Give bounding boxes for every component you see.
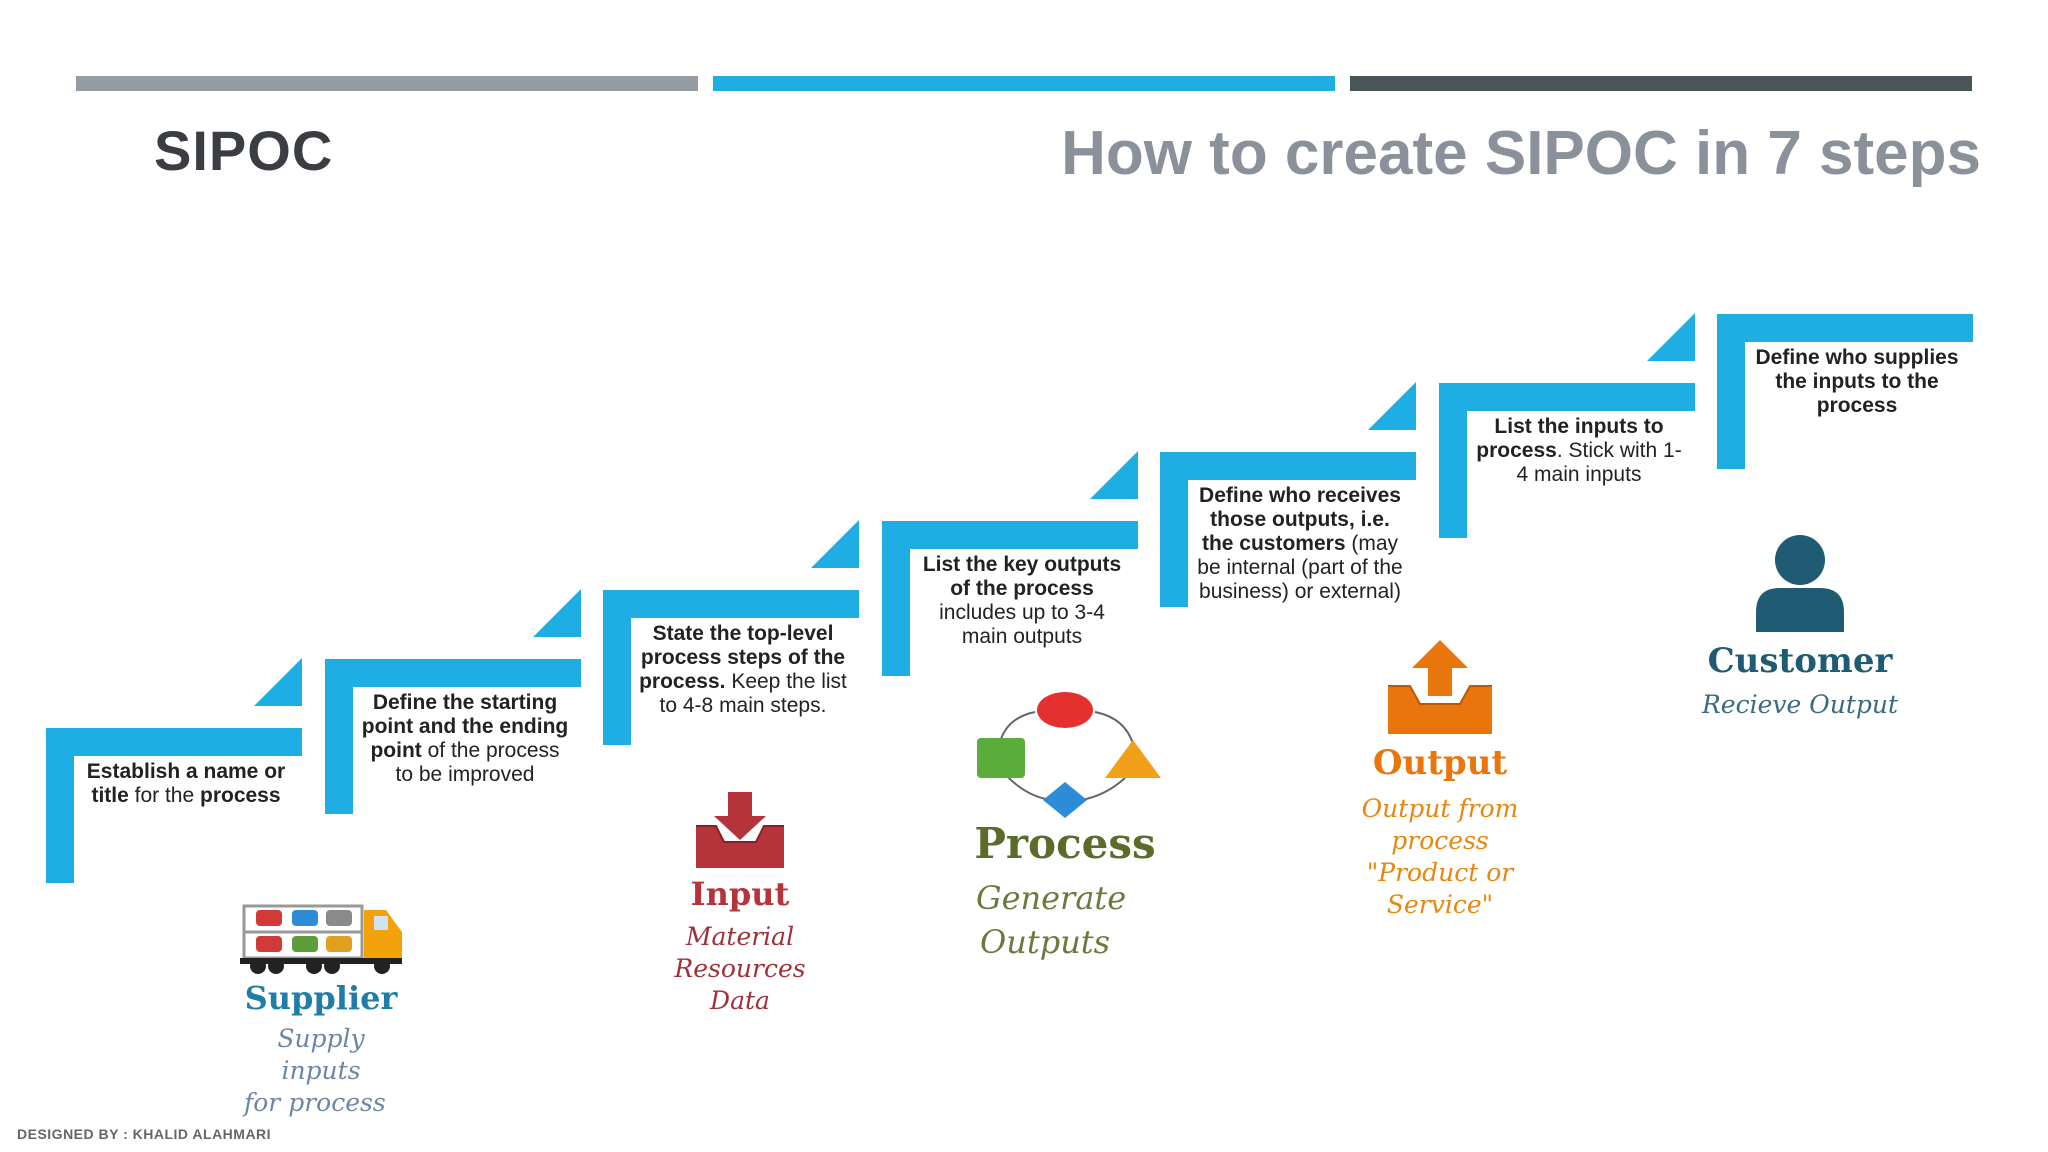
customer-block: Customer Recieve Output <box>1700 532 1900 721</box>
step-arrow-icon <box>254 658 302 706</box>
step-6-text: List the inputs to process. Stick with 1… <box>1476 415 1682 486</box>
input-label: Input <box>690 875 790 913</box>
supplier-sub2: for process <box>244 1088 386 1117</box>
outbox-up-arrow-icon <box>1388 640 1492 734</box>
output-label: Output <box>1372 743 1508 783</box>
header-bar-blue <box>713 76 1335 91</box>
brand-title: SIPOC <box>154 119 334 182</box>
step-7: Define who supplies the inputs to the pr… <box>1717 314 1973 469</box>
supplier-block: Supplier Supply inputs for process <box>236 896 406 1119</box>
step-3: State the top-level process steps of the… <box>603 520 859 745</box>
process-sub2: Outputs <box>980 923 1111 961</box>
truck-icon <box>240 904 402 974</box>
step-arrow-icon <box>1368 382 1416 430</box>
input-sub3: Data <box>710 986 770 1015</box>
page-title: How to create SIPOC in 7 steps <box>1061 119 1981 188</box>
header-bar-dark <box>1350 76 1972 91</box>
process-label: Process <box>974 819 1156 868</box>
customer-sub1: Recieve Output <box>1701 690 1899 719</box>
step-1-text: Establish a name or title for the proces… <box>86 760 286 807</box>
process-block: Process Generate Outputs <box>960 688 1170 964</box>
step-4: List the key outputs of the process incl… <box>882 451 1138 676</box>
process-cycle-icon <box>977 692 1161 818</box>
step-arrow-icon <box>1647 313 1695 361</box>
step-arrow-icon <box>533 589 581 637</box>
output-block: Output Output from process "Product or S… <box>1310 638 1570 921</box>
process-sub1: Generate <box>976 879 1127 917</box>
output-sub1: Output from process <box>1361 794 1519 855</box>
inbox-down-arrow-icon <box>696 792 784 868</box>
step-6: List the inputs to process. Stick with 1… <box>1439 313 1695 538</box>
step-5-text: Define who receives those outputs, i.e. … <box>1197 484 1403 603</box>
step-1: Establish a name or title for the proces… <box>46 658 302 883</box>
step-3-text: State the top-level process steps of the… <box>639 622 847 717</box>
step-2-text: Define the starting point and the ending… <box>361 691 569 786</box>
step-2: Define the starting point and the ending… <box>325 589 581 814</box>
step-5: Define who receives those outputs, i.e. … <box>1160 382 1416 607</box>
step-7-text: Define who supplies the inputs to the pr… <box>1755 346 1959 417</box>
output-sub2: "Product or Service" <box>1366 858 1514 919</box>
person-icon <box>1756 535 1844 632</box>
footer-credit: DESIGNED BY : KHALID ALAHMARI <box>17 1126 272 1142</box>
input-block: Input Material Resources Data <box>660 790 820 1017</box>
customer-label: Customer <box>1707 641 1893 681</box>
step-4-text: List the key outputs of the process incl… <box>922 553 1122 648</box>
input-sub1: Material <box>685 922 795 951</box>
header-bar-gray <box>76 76 698 91</box>
step-arrow-icon <box>1090 451 1138 499</box>
supplier-sub1: Supply inputs <box>277 1024 365 1085</box>
supplier-label: Supplier <box>244 979 398 1017</box>
input-sub2: Resources <box>674 954 806 983</box>
step-arrow-icon <box>811 520 859 568</box>
